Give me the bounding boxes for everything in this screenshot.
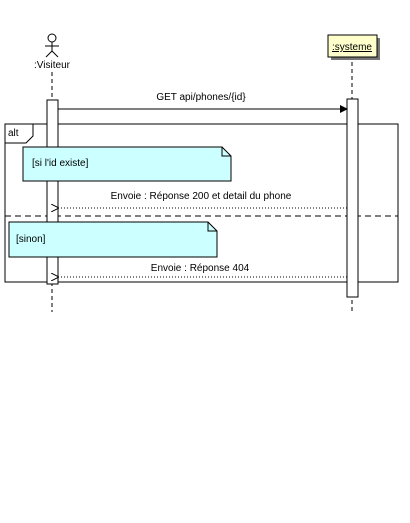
alt-operator-label: alt	[8, 128, 19, 139]
systeme-object-box	[327, 34, 380, 60]
message-200-label: Envoie : Réponse 200 et detail du phone	[111, 191, 292, 202]
alt-operator-tab	[4, 123, 34, 144]
message-404-label: Envoie : Réponse 404	[151, 263, 250, 274]
systeme-label: :systeme	[332, 42, 372, 53]
guard-note-else-fold	[207, 222, 217, 232]
visiteur-activation-bar	[46, 99, 59, 285]
guard-note-id-exists	[22, 146, 232, 182]
visiteur-actor-icon	[45, 33, 59, 58]
systeme-activation-bar	[346, 98, 359, 298]
alt-fragment-frame	[4, 123, 399, 283]
visiteur-label: :Visiteur	[34, 60, 71, 71]
guard-else-label: [sinon]	[16, 234, 46, 245]
guard-note-id-exists-fold	[221, 147, 231, 157]
guard-id-exists-label: [si l'id existe]	[32, 158, 89, 169]
guard-note-else	[8, 221, 218, 258]
message-get-label: GET api/phones/{id}	[156, 92, 246, 103]
